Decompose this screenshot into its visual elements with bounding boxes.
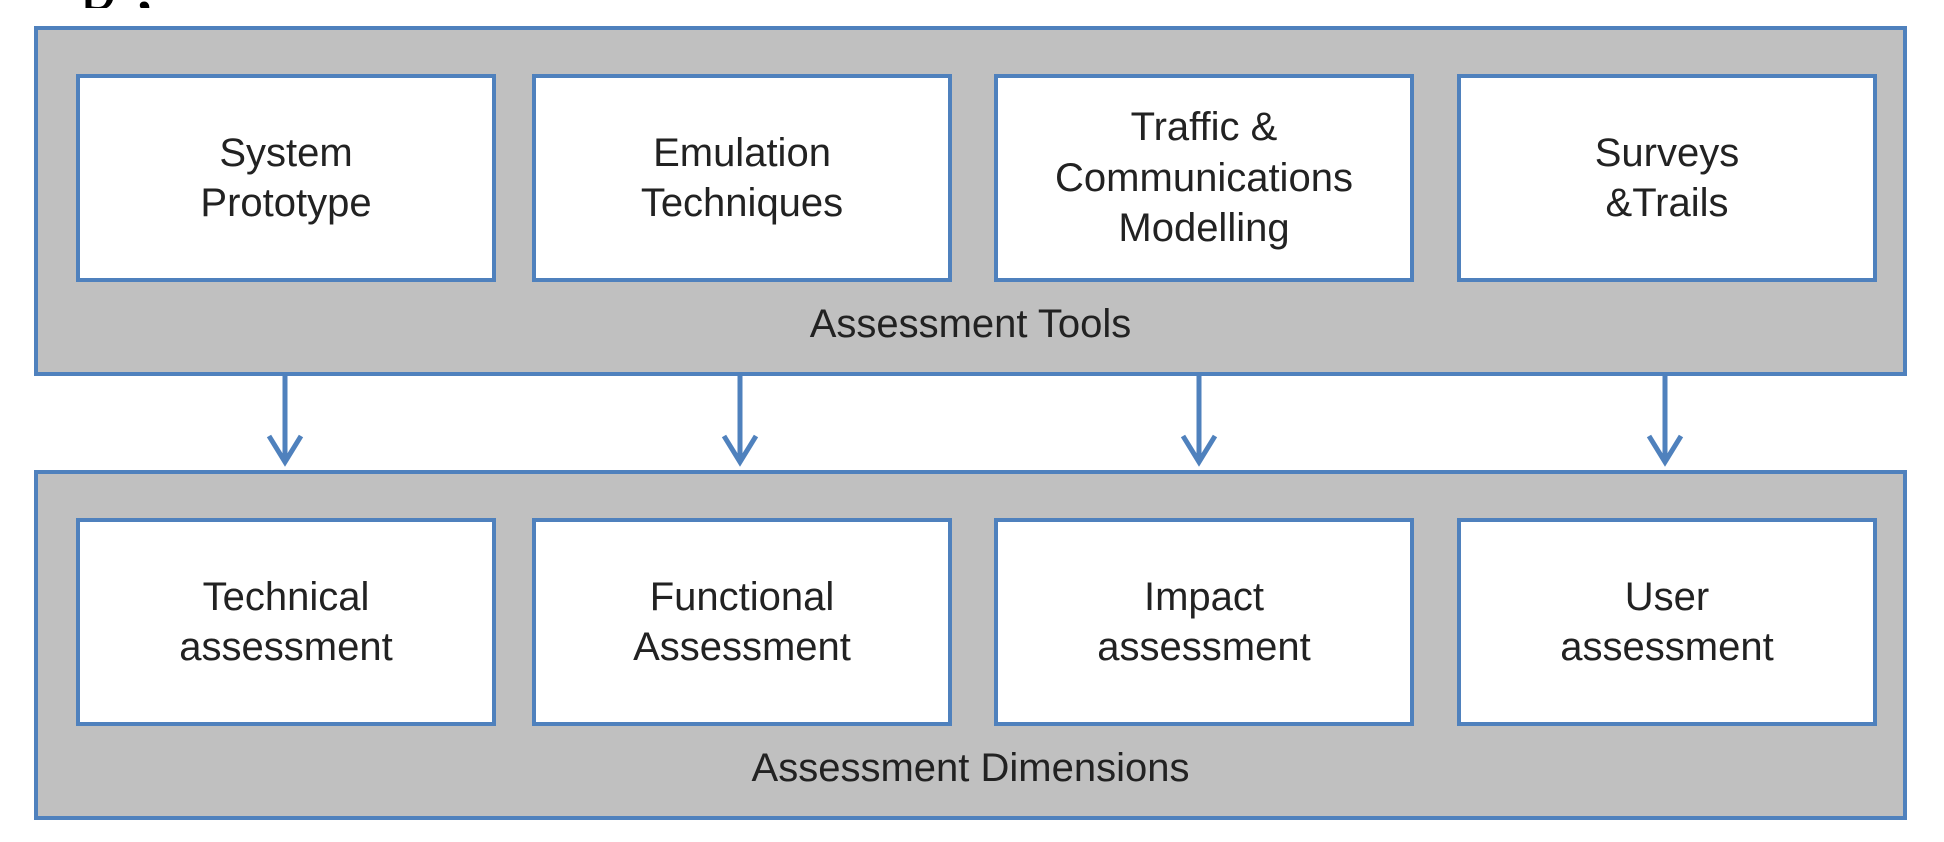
dimension-box-functional: Functional Assessment	[532, 518, 952, 726]
tool-box-emulation-techniques: Emulation Techniques	[532, 74, 952, 282]
arrow-4	[1646, 376, 1684, 467]
assessment-dimensions-label: Assessment Dimensions	[751, 746, 1190, 790]
clipped-caption-text: p ,	[80, 0, 154, 8]
dimension-box-impact: Impact assessment	[994, 518, 1414, 726]
assessment-dimensions-panel: Technical assessment Functional Assessme…	[34, 470, 1907, 820]
tool-box-system-prototype: System Prototype	[76, 74, 496, 282]
clipped-caption-remnant: p ,	[0, 0, 1944, 8]
assessment-tools-label: Assessment Tools	[809, 302, 1132, 346]
tool-box-traffic-modelling: Traffic & Communications Modelling	[994, 74, 1414, 282]
dimension-box-user: User assessment	[1457, 518, 1877, 726]
dimension-box-technical: Technical assessment	[76, 518, 496, 726]
assessment-tools-panel: System Prototype Emulation Techniques Tr…	[34, 26, 1907, 376]
arrow-1	[266, 376, 304, 467]
arrow-2	[721, 376, 759, 467]
arrow-3	[1180, 376, 1218, 467]
tool-box-surveys-trails: Surveys &Trails	[1457, 74, 1877, 282]
